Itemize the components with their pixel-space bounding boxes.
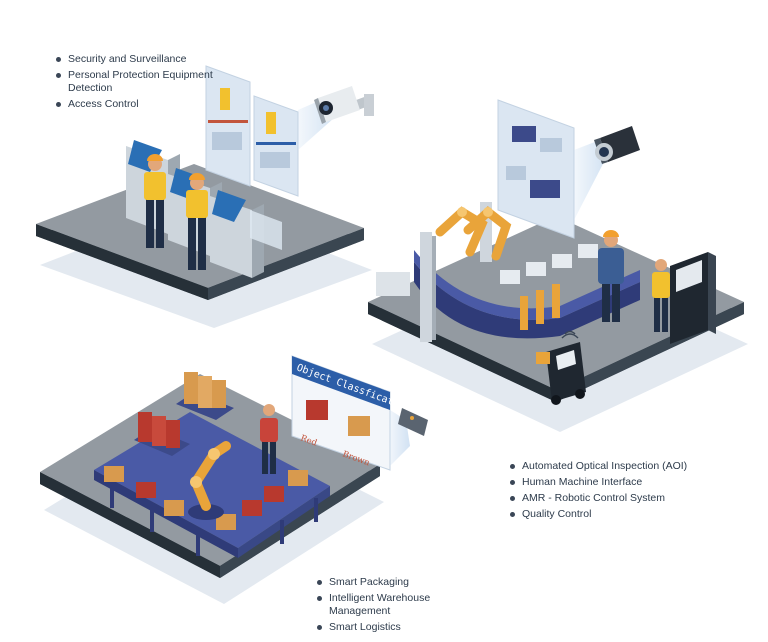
industrial-camera-icon xyxy=(594,126,640,164)
list-item: Access Control xyxy=(54,98,214,111)
logistics-worker xyxy=(260,404,278,474)
list-item: Human Machine Interface xyxy=(508,476,748,489)
logistics-feature-list: Smart Packaging Intelligent Warehouse Ma… xyxy=(315,576,485,637)
handheld-scanner-icon xyxy=(398,408,428,436)
inspection-feature-list: Automated Optical Inspection (AOI) Human… xyxy=(508,460,748,524)
inspection-workers xyxy=(598,230,670,332)
list-item: Personal Protection Equipment Detection xyxy=(54,69,214,95)
wifi-signal-icon xyxy=(561,330,579,339)
list-item: Security and Surveillance xyxy=(54,53,214,66)
list-item: Smart Logistics xyxy=(315,621,485,634)
warehouse-carts xyxy=(134,372,234,456)
aoi-robot-arms xyxy=(435,206,512,261)
aoi-camera-beam xyxy=(574,140,604,220)
packages xyxy=(104,466,308,530)
list-item: AMR - Robotic Control System xyxy=(508,492,748,505)
ppe-detection-screens xyxy=(205,65,299,197)
security-workers xyxy=(144,154,208,270)
list-item: Intelligent Warehouse Management xyxy=(315,592,485,618)
list-item: Quality Control xyxy=(508,508,748,521)
cctv-camera-icon xyxy=(314,86,374,124)
amr-robot xyxy=(536,342,586,405)
aoi-conveyor xyxy=(376,202,640,342)
list-item: Smart Packaging xyxy=(315,576,485,589)
hmi-control-cabinet xyxy=(670,252,716,344)
list-item: Automated Optical Inspection (AOI) xyxy=(508,460,748,473)
packaging-robot-arm xyxy=(188,441,231,520)
security-feature-list: Security and Surveillance Personal Prote… xyxy=(54,53,214,114)
aoi-inspection-screen xyxy=(497,99,575,239)
